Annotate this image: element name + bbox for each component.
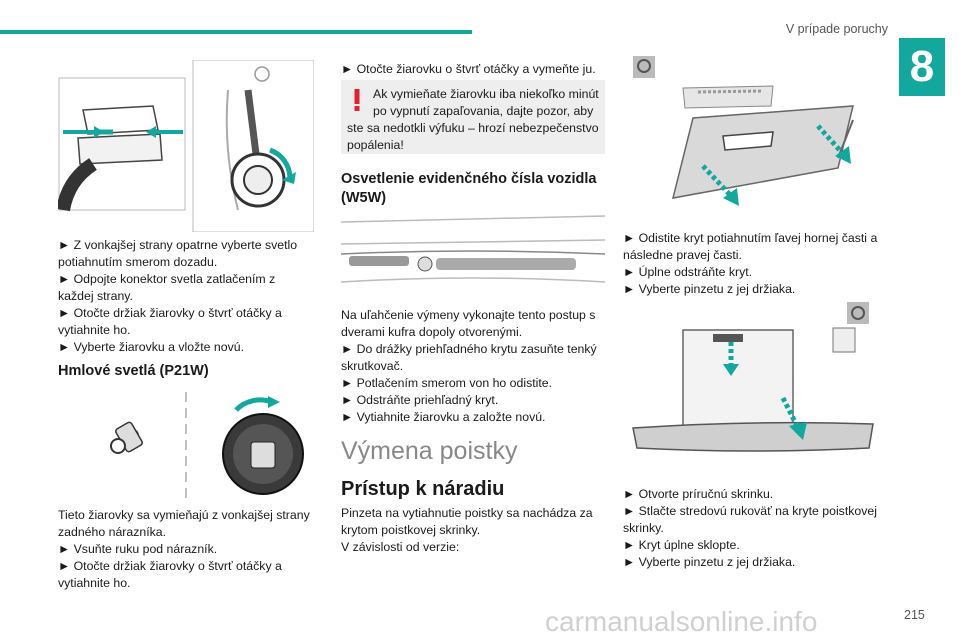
section-title: V prípade poruchy — [785, 22, 888, 36]
tool-access-text: Pinzeta na vytiahnutie poistky sa nachád… — [341, 505, 607, 556]
step: ► Otvorte príručnú skrinku. — [623, 487, 774, 501]
step: ► Vyberte žiarovku a vložte novú. — [58, 340, 245, 354]
step: ► Odpojte konektor svetla zatlačením z k… — [58, 272, 276, 303]
fuse-cover-steps: ► Odistite kryt potiahnutím ľavej hornej… — [623, 230, 885, 298]
heading-plate-light: Osvetlenie evidenčného čísla vozidla (W5… — [341, 171, 597, 206]
glovebox-illustration — [623, 298, 885, 466]
warning-text-2: ste sa nedotkli výfuku – hrozí nebezpeče… — [347, 121, 599, 152]
fog-intro: Tieto žiarovky sa vymieňajú z vonkajšej … — [58, 508, 310, 539]
exclamation-icon — [354, 89, 360, 111]
heading-fog-lights: Hmlové svetlá (P21W) — [58, 363, 209, 379]
warning-text-1: Ak vymieňate žiarovku iba niekoľko minút… — [373, 87, 599, 118]
heading-fuse-replacement: Výmena poistky — [341, 437, 518, 465]
chapter-badge: 8 — [899, 38, 945, 96]
step: ► Stlačte stredovú rukoväť na kryte pois… — [623, 504, 877, 535]
step: ► Vyberte pinzetu z jej držiaka. — [623, 555, 796, 569]
glovebox-steps: ► Otvorte príručnú skrinku. ► Stlačte st… — [623, 486, 885, 571]
step: ► Potlačením smerom von ho odistite. — [341, 376, 553, 390]
warning-box: Ak vymieňate žiarovku iba niekoľko minút… — [341, 80, 605, 154]
step: ► Odstráňte priehľadný kryt. — [341, 393, 499, 407]
step: ► Otočte držiak žiarovky o štvrť otáčky … — [58, 559, 282, 590]
step: ► Vsuňte ruku pod nárazník. — [58, 542, 218, 556]
watermark: carmanualsonline.info — [545, 606, 818, 637]
rear-light-connector-illustration — [58, 60, 314, 232]
plate-light-illustration — [341, 214, 605, 294]
step: ► Vytiahnite žiarovku a založte novú. — [341, 410, 546, 424]
step: ► Otočte držiak žiarovky o štvrť otáčky … — [58, 306, 282, 337]
header-accent-bar — [0, 30, 472, 34]
fuse-cover-illustration — [623, 48, 885, 220]
fog-light-instructions: Tieto žiarovky sa vymieňajú z vonkajšej … — [58, 507, 314, 592]
step: ► Z vonkajšej strany opatrne vyberte sve… — [58, 238, 298, 269]
step: ► Vyberte pinzetu z jej držiaka. — [623, 282, 796, 296]
plate-intro: Na uľahčenie výmeny vykonajte tento post… — [341, 308, 596, 339]
page-number: 215 — [904, 608, 925, 622]
tool-access-line: V závislosti od verzie: — [341, 540, 460, 554]
step: ► Odistite kryt potiahnutím ľavej hornej… — [623, 231, 878, 262]
bulb-step: ► Otočte žiarovku o štvrť otáčky a vymeň… — [341, 62, 596, 76]
fog-light-illustration — [58, 392, 314, 500]
tool-access-line: Pinzeta na vytiahnutie poistky sa nachád… — [341, 506, 593, 537]
step: ► Do drážky priehľadného krytu zasuňte t… — [341, 342, 597, 373]
rear-light-steps: ► Z vonkajšej strany opatrne vyberte sve… — [58, 237, 314, 356]
heading-tool-access: Prístup k náradiu — [341, 478, 505, 500]
step: ► Kryt úplne sklopte. — [623, 538, 740, 552]
plate-light-instructions: Na uľahčenie výmeny vykonajte tento post… — [341, 307, 607, 426]
step: ► Úplne odstráňte kryt. — [623, 265, 753, 279]
